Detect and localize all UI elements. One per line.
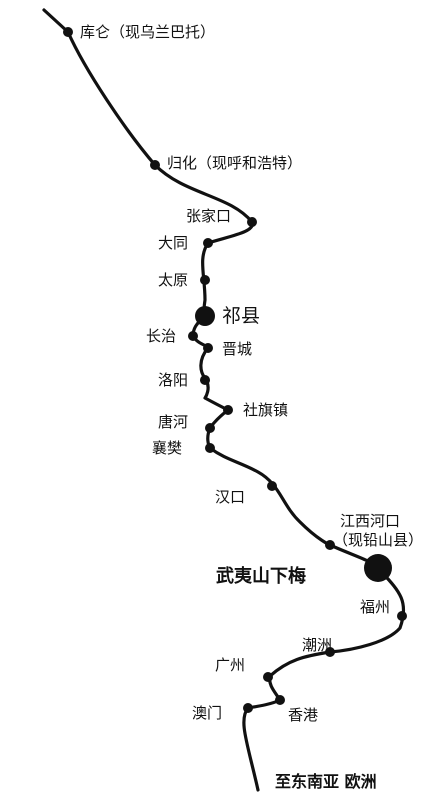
label-zhangjiakou: 张家口 (186, 207, 232, 225)
stop-dot-aomen (243, 703, 253, 713)
stop-dot-guihua (150, 160, 160, 170)
stop-dot-sheqi (223, 405, 233, 415)
stop-dot-chaozhou (325, 647, 335, 657)
stop-dot-fuzhou (397, 611, 407, 621)
stop-dot-changzhi (188, 331, 198, 341)
label-destination: 至东南亚 欧洲 (275, 772, 377, 791)
stop-dot-qixian (195, 306, 215, 326)
stop-dot-tanghe (205, 423, 215, 433)
stop-dot-xiangfan (205, 443, 215, 453)
label-hekou-line2: （现铅山县） (333, 531, 424, 549)
label-jincheng: 晋城 (222, 340, 253, 358)
label-xiamei: 武夷山下梅 (216, 566, 306, 587)
stop-dot-guangzhou (263, 672, 273, 682)
label-tanghe: 唐河 (158, 413, 189, 431)
label-guihua: 归化（现呼和浩特） (167, 154, 303, 172)
label-xianggang: 香港 (288, 706, 319, 724)
stop-dot-zhangjiakou (247, 217, 257, 227)
label-hankou: 汉口 (215, 488, 246, 506)
label-fuzhou: 福州 (360, 598, 391, 616)
stop-dot-luoyang (200, 375, 210, 385)
label-datong: 大同 (158, 234, 189, 252)
label-chaozhou: 潮洲 (302, 636, 333, 654)
stop-dot-xianggang (275, 695, 285, 705)
label-guangzhou: 广州 (215, 656, 246, 674)
stop-dot-xiamei (364, 554, 392, 582)
label-aomen: 澳门 (192, 704, 223, 722)
label-changzhi: 长治 (146, 327, 177, 345)
label-kulun: 库仑（现乌兰巴托） (80, 23, 216, 41)
label-hekou-line1: 江西河口 (340, 512, 401, 530)
stop-dot-taiyuan (200, 275, 210, 285)
stop-dot-hankou (267, 481, 277, 491)
label-sheqi: 社旗镇 (243, 401, 289, 419)
stop-dot-kulun (63, 27, 73, 37)
label-taiyuan: 太原 (158, 271, 189, 289)
label-qixian: 祁县 (222, 305, 261, 327)
stop-dot-hekou (325, 540, 335, 550)
stop-dot-jincheng (203, 343, 213, 353)
label-luoyang: 洛阳 (158, 371, 189, 389)
stop-dot-datong (203, 238, 213, 248)
label-xiangfan: 襄樊 (152, 439, 183, 457)
